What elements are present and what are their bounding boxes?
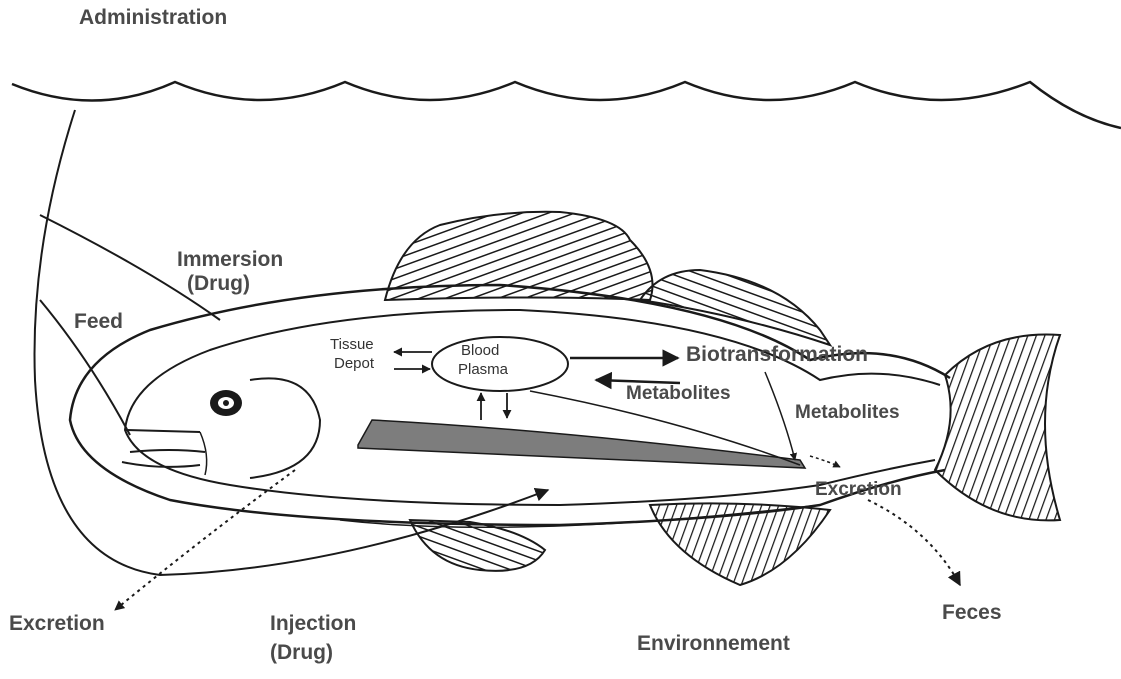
- biotrans-to-excretion-line: [765, 372, 795, 460]
- plasma-label: Plasma: [458, 362, 508, 379]
- immersion-drug-label: (Drug): [187, 272, 250, 295]
- gut-to-excretion-dotted: [810, 456, 840, 467]
- gill-cover: [250, 378, 320, 478]
- metabolites-outer-label: Metabolites: [795, 403, 900, 424]
- feces-dotted-arrow: [868, 500, 960, 585]
- metabolites-inner-label: Metabolites: [626, 384, 731, 405]
- blood-label: Blood: [461, 343, 499, 360]
- water-surface: [12, 82, 1121, 128]
- feed-label: Feed: [74, 310, 123, 333]
- biotransformation-label: Biotransformation: [686, 343, 868, 366]
- tail-fin: [935, 335, 1060, 521]
- environnement-label: Environnement: [637, 632, 790, 655]
- injection-label: Injection: [270, 612, 356, 635]
- excretion-right-label: Excretion: [815, 480, 902, 501]
- feces-label: Feces: [942, 601, 1002, 624]
- depot-label: Depot: [334, 356, 374, 373]
- jaw-line: [200, 432, 207, 475]
- eye-icon: [210, 390, 242, 416]
- excretion-left-label: Excretion: [9, 612, 105, 635]
- tissue-label: Tissue: [330, 337, 374, 354]
- administration-label: Administration: [79, 6, 227, 29]
- injection-drug-label: (Drug): [270, 641, 333, 664]
- immersion-label: Immersion: [177, 248, 283, 271]
- mouth: [122, 430, 205, 467]
